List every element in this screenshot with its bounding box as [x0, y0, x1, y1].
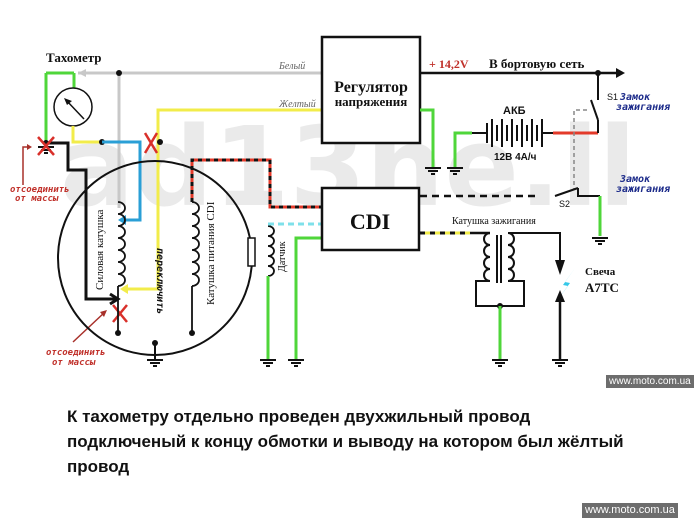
cross-mark-icon — [37, 132, 159, 323]
white-wire-label: Белый — [278, 61, 305, 72]
cdi-box — [320, 186, 421, 252]
disconnect-arrow-icon — [22, 144, 107, 343]
sensor-label: Датчик — [277, 241, 288, 272]
battery-icon — [453, 119, 553, 168]
site-badge-top: www.moto.com.ua — [606, 375, 694, 388]
caption-text: К тахометру отдельно проведен двухжильны… — [67, 407, 624, 476]
battery-label: АКБ — [503, 105, 526, 117]
ignition-lock-2-label: Замок — [619, 174, 651, 185]
wire-blue — [102, 140, 142, 222]
site-badge-bottom: www.moto.com.ua — [582, 503, 678, 518]
wire-black — [46, 141, 118, 301]
disconnect-note-2: отсоединить — [46, 348, 106, 358]
battery-spec-label: 12В 4А/ч — [494, 152, 537, 163]
onboard-network-label: В бортовую сеть — [489, 56, 585, 71]
ignition-coil-label: Катушка зажигания — [452, 216, 536, 227]
disconnect-note-1-b: от массы — [15, 194, 59, 204]
switch-s2-icon[interactable] — [554, 187, 600, 197]
ground-icon — [287, 359, 305, 367]
regulator-label-2: напряжения — [335, 94, 408, 109]
cdi-label: CDI — [350, 209, 390, 234]
disconnect-note-2-b: от массы — [52, 358, 96, 368]
wire-yellow-regulator — [120, 108, 322, 294]
tachometer-label: Тахометр — [46, 50, 102, 65]
switch-link-dashed — [573, 109, 587, 190]
voltage-label: + 14,2V — [429, 57, 469, 71]
switch-over-label: переключить — [154, 248, 165, 314]
voltage-regulator-box — [320, 35, 422, 145]
cdi-supply-coil-label: Катушка питания CDI — [205, 201, 217, 305]
ignition-coil-icon — [475, 232, 561, 307]
yellow-wire-label: Желтый — [278, 99, 316, 110]
disconnect-note-1: отсоединить — [10, 185, 70, 195]
spark-icon — [556, 268, 575, 302]
ground-icon — [591, 237, 609, 245]
ground-icon — [146, 359, 164, 367]
switch-s1-icon[interactable] — [590, 73, 599, 133]
ground-icon — [551, 359, 569, 367]
ignition-lock-1-label: Замок — [619, 92, 651, 103]
wiring-diagram: ad13he.ll Тахометр — [10, 35, 670, 368]
switch-s1-label: S1 — [607, 92, 618, 102]
ignition-lock-2-label-b: зажигания — [616, 184, 670, 195]
regulator-label-1: Регулятор — [334, 79, 408, 96]
ignition-lock-1-label-b: зажигания — [616, 102, 670, 113]
power-coil-icon — [117, 201, 126, 333]
spark-plug-label: Свеча — [585, 266, 616, 278]
cdi-supply-coil-icon — [191, 201, 200, 333]
sensor-coil-icon — [267, 225, 275, 277]
ground-icon — [491, 359, 509, 367]
ground-icon — [259, 359, 277, 367]
power-coil-label: Силовая катушка — [94, 209, 106, 290]
switch-s2-label: S2 — [559, 199, 570, 209]
spark-plug-model-label: A7TC — [585, 280, 619, 295]
